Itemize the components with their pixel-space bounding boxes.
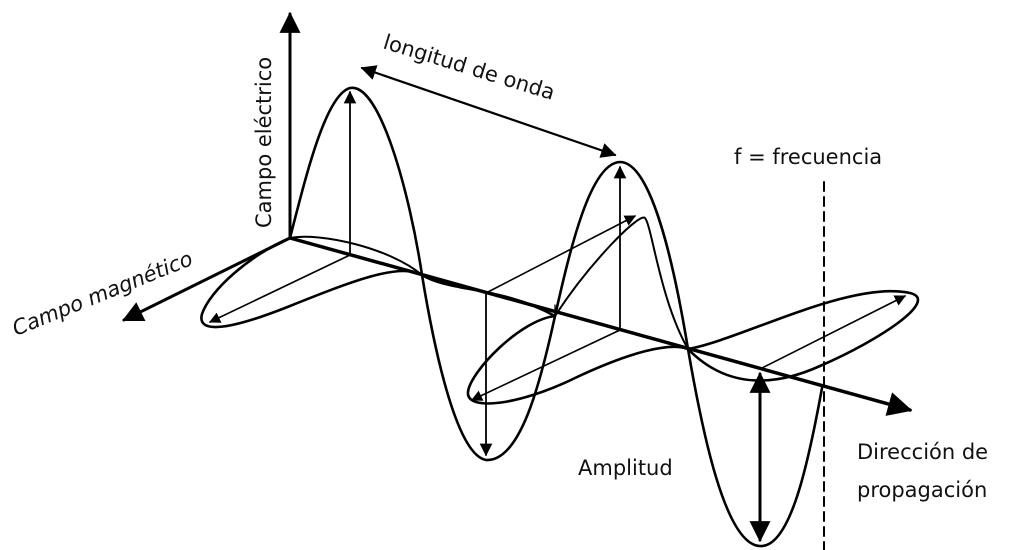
propagation-label-line1: Dirección de [857, 440, 988, 464]
electric-field-label: Campo eléctrico [252, 57, 276, 228]
propagation-axis [288, 236, 913, 416]
b-vector-2 [485, 215, 636, 294]
magnetic-loop-back-1 [289, 235, 423, 276]
wavelength-label: longitud de onda [381, 30, 558, 105]
magnetic-field-label: Campo magnético [9, 246, 196, 340]
b-vector-3 [470, 329, 621, 401]
wavelength-arrow [360, 65, 617, 158]
magnetic-loop-back-2 [554, 216, 689, 350]
propagation-label-line2: propagación [857, 478, 987, 502]
magnetic-field-wave [200, 236, 920, 405]
frequency-label: f = frecuencia [734, 145, 882, 169]
amplitude-label: Amplitud [578, 456, 673, 480]
b-vector-1 [208, 254, 351, 323]
b-vector-4 [759, 295, 907, 370]
